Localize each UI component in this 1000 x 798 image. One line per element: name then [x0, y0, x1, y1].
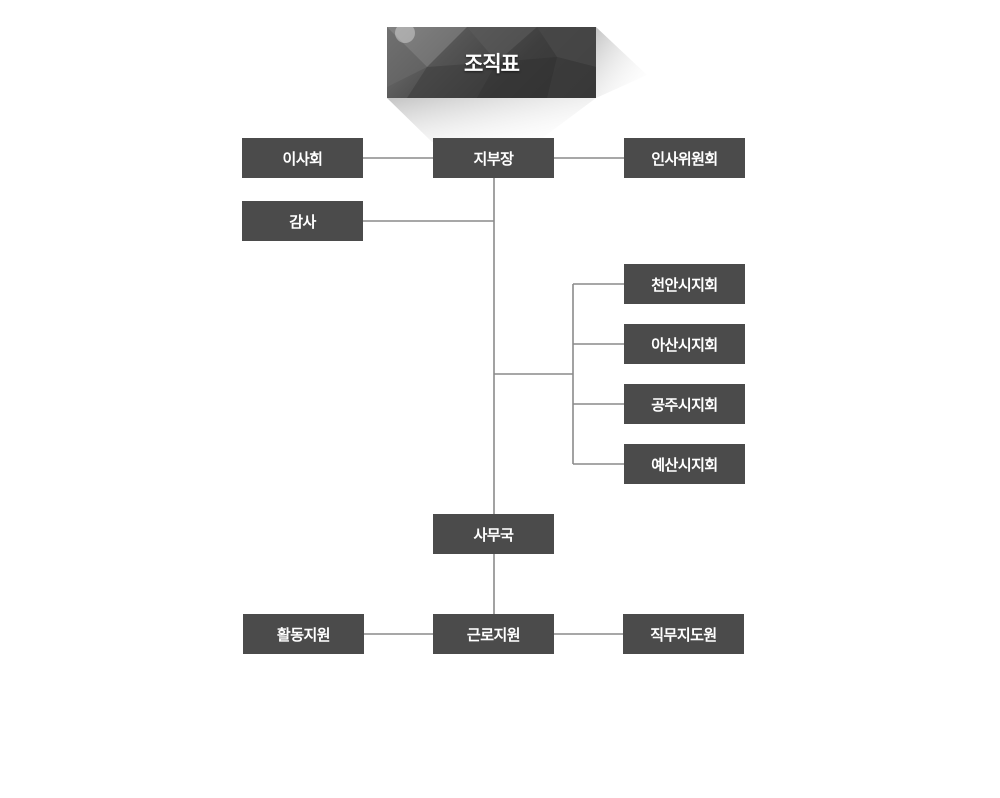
node-activity-support: 활동지원: [243, 614, 364, 654]
node-hr-committee: 인사위원회: [624, 138, 745, 178]
node-secretariat: 사무국: [433, 514, 554, 554]
title-shadow: [387, 27, 647, 142]
node-job-coach: 직무지도원: [623, 614, 744, 654]
node-board: 이사회: [242, 138, 363, 178]
node-asan: 아산시지회: [624, 324, 745, 364]
node-chief: 지부장: [433, 138, 554, 178]
page-title: 조직표: [464, 51, 520, 76]
title-background: [387, 27, 596, 98]
node-cheonan: 천안시지회: [624, 264, 745, 304]
title-banner: 조직표: [387, 27, 596, 98]
node-yesan: 예산시지회: [624, 444, 745, 484]
node-labor-support: 근로지원: [433, 614, 554, 654]
node-audit: 감사: [242, 201, 363, 241]
title-facets: [387, 27, 596, 98]
node-gongju: 공주시지회: [624, 384, 745, 424]
